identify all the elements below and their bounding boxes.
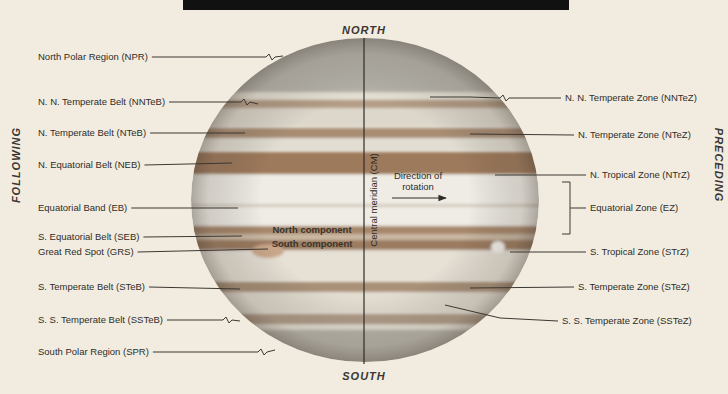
leader-line — [152, 54, 283, 60]
direction-label: PRECEDING — [713, 128, 726, 202]
zone-label: N. N. Temperate Zone (NNTeZ) — [565, 93, 697, 104]
leader-line — [167, 317, 240, 323]
leader-line — [495, 175, 586, 176]
belt-label: S. Equatorial Belt (SEB) — [38, 232, 139, 243]
belt-label: S. Temperate Belt (STeB) — [38, 282, 145, 293]
belt-label: N. Equatorial Belt (NEB) — [38, 160, 140, 171]
leader-line — [153, 349, 275, 355]
compass-label: NORTH — [342, 24, 386, 37]
compass-label: SOUTH — [342, 370, 386, 383]
component-label: South component — [272, 239, 353, 250]
leader-line — [149, 287, 240, 289]
component-label: North component — [272, 225, 351, 236]
spot-label: Great Red Spot (GRS) — [38, 247, 134, 258]
direction-label: FOLLOWING — [10, 127, 23, 203]
belt-label: N. Temperate Belt (NTeB) — [38, 128, 146, 139]
rotation-label: Direction of rotation — [382, 171, 454, 193]
belt-label: N. N. Temperate Belt (NNTeB) — [38, 97, 165, 108]
rotation-arrow — [392, 197, 446, 198]
zone-label: S. S. Temperate Zone (SSTeZ) — [562, 316, 692, 327]
zone-label: Equatorial Zone (EZ) — [590, 203, 678, 214]
leader-line — [470, 134, 574, 135]
leader-line — [430, 95, 561, 101]
zone-label: N. Tropical Zone (NTrZ) — [590, 170, 690, 181]
region-label: South Polar Region (SPR) — [38, 347, 149, 358]
leader-line — [445, 305, 558, 321]
meridian-label: Central meridian (CM) — [369, 153, 380, 246]
leader-line — [131, 208, 238, 209]
top-bar — [183, 0, 569, 10]
leader-line — [143, 236, 242, 237]
belt-label: S. S. Temperate Belt (SSTeB) — [38, 315, 163, 326]
zone-label: S. Temperate Zone (STeZ) — [578, 282, 690, 293]
leader-line — [470, 287, 574, 288]
leader-line — [144, 163, 232, 165]
region-label: North Polar Region (NPR) — [38, 52, 148, 63]
planet-disk — [180, 30, 550, 375]
leader-line — [150, 133, 245, 134]
leader-line — [138, 249, 268, 252]
central-meridian — [363, 38, 364, 364]
leader-line — [510, 252, 586, 253]
zone-label: S. Tropical Zone (STrZ) — [590, 247, 689, 258]
leader-line — [562, 182, 586, 234]
leader-line — [169, 99, 258, 105]
zone-label: N. Temperate Zone (NTeZ) — [578, 130, 691, 141]
band-label: Equatorial Band (EB) — [38, 203, 127, 214]
